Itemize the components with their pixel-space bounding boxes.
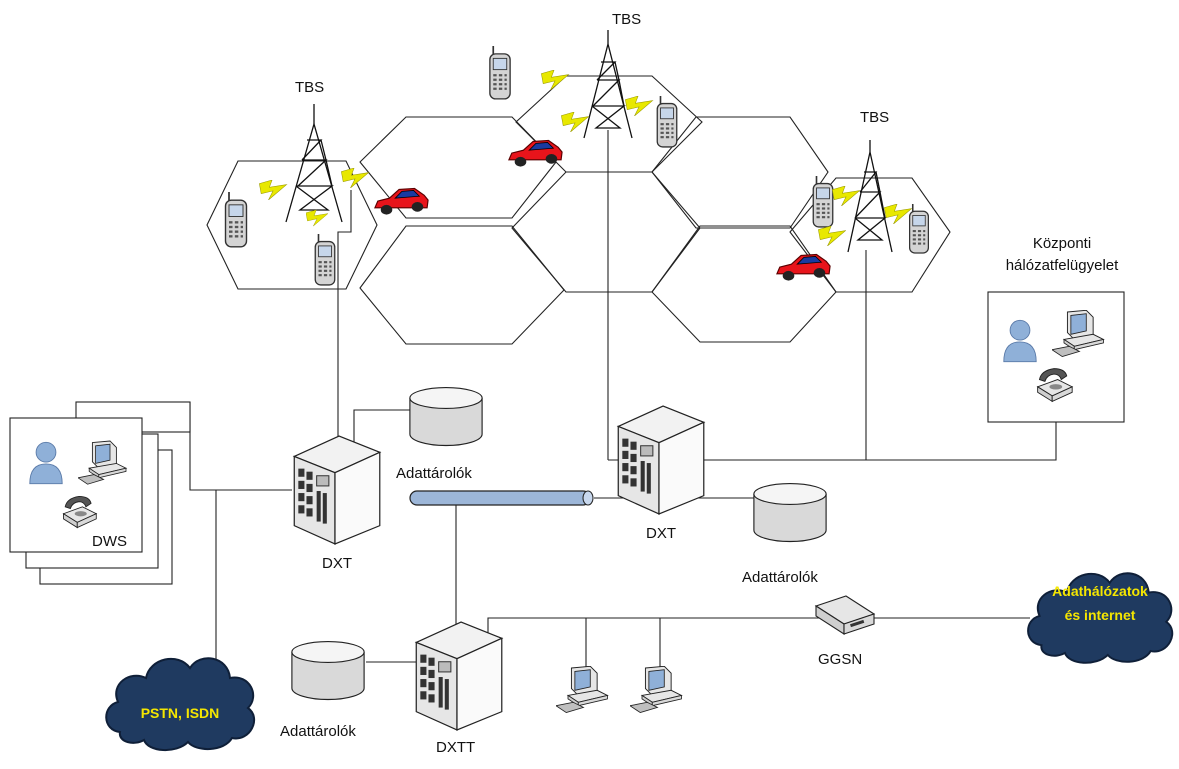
storage-left-label: Adattárolók	[396, 465, 472, 482]
dxt-right-label: DXT	[646, 525, 676, 542]
car-icon	[508, 139, 563, 168]
dxt-left-switch-icon	[293, 435, 381, 545]
cell-phone-icon	[488, 46, 512, 100]
desktop-computer-icon	[556, 666, 608, 714]
car-icon	[374, 187, 429, 216]
cell-mid	[511, 171, 701, 293]
radio-tower-icon	[285, 104, 343, 223]
dws-workstation: DWS	[9, 401, 191, 585]
tbs-top-label: TBS	[612, 11, 641, 28]
tbs-right-label: TBS	[860, 109, 889, 126]
desktop-computer-icon	[630, 666, 682, 714]
lightning-icon	[832, 186, 860, 206]
cell-phone-icon	[656, 96, 678, 148]
connections	[189, 130, 1057, 672]
cell-phone-icon	[812, 176, 834, 228]
cell-top-right	[651, 116, 829, 229]
cell-mid-left	[359, 225, 565, 345]
dxt-left-label: DXT	[322, 555, 352, 572]
radio-tower-icon	[583, 30, 633, 139]
storage-bottom-icon	[291, 640, 365, 701]
network-management-center: Központi hálózatfelügyelet	[987, 235, 1125, 423]
dxtt-label: DXTT	[436, 739, 475, 756]
lightning-icon	[561, 112, 589, 132]
storage-left-icon	[409, 386, 483, 447]
tbs-left-group: TBS	[224, 79, 429, 286]
pstn-label: PSTN, ISDN	[141, 705, 220, 721]
cell-phone-icon	[908, 204, 930, 254]
ggsn-label: GGSN	[818, 651, 862, 668]
lightning-icon	[884, 204, 912, 224]
ggsn-router	[814, 595, 876, 636]
nms-title-line2: hálózatfelügyelet	[1006, 257, 1119, 274]
storage-right-icon	[753, 482, 827, 543]
dxt-right-switch-icon	[617, 405, 705, 515]
cell-left	[206, 160, 378, 290]
cell-phone-icon	[224, 192, 248, 248]
tbs-right-group: TBS	[776, 109, 930, 282]
lightning-icon	[259, 180, 287, 200]
lightning-icon	[306, 209, 328, 227]
lightning-icon	[625, 96, 653, 116]
cell-phone-icon	[314, 234, 336, 286]
nms-title-line1: Központi	[1033, 235, 1091, 252]
radio-tower-icon	[847, 140, 893, 253]
tbs-top-group: TBS	[488, 11, 678, 168]
lightning-icon	[818, 226, 846, 246]
internet-label-line1: Adathálózatok	[1052, 583, 1148, 599]
tbs-left-label: TBS	[295, 79, 324, 96]
storage-right-label: Adattárolók	[742, 569, 818, 586]
lightning-icon	[541, 70, 569, 90]
internet-label-line2: és internet	[1065, 607, 1136, 623]
backbone-link	[409, 490, 594, 506]
dws-label: DWS	[92, 533, 127, 550]
cell-mid-right	[651, 225, 837, 343]
dxtt-switch-icon	[415, 621, 503, 731]
storage-bottom-label: Adattárolók	[280, 723, 356, 740]
car-icon	[776, 253, 831, 282]
lightning-icon	[341, 168, 369, 188]
